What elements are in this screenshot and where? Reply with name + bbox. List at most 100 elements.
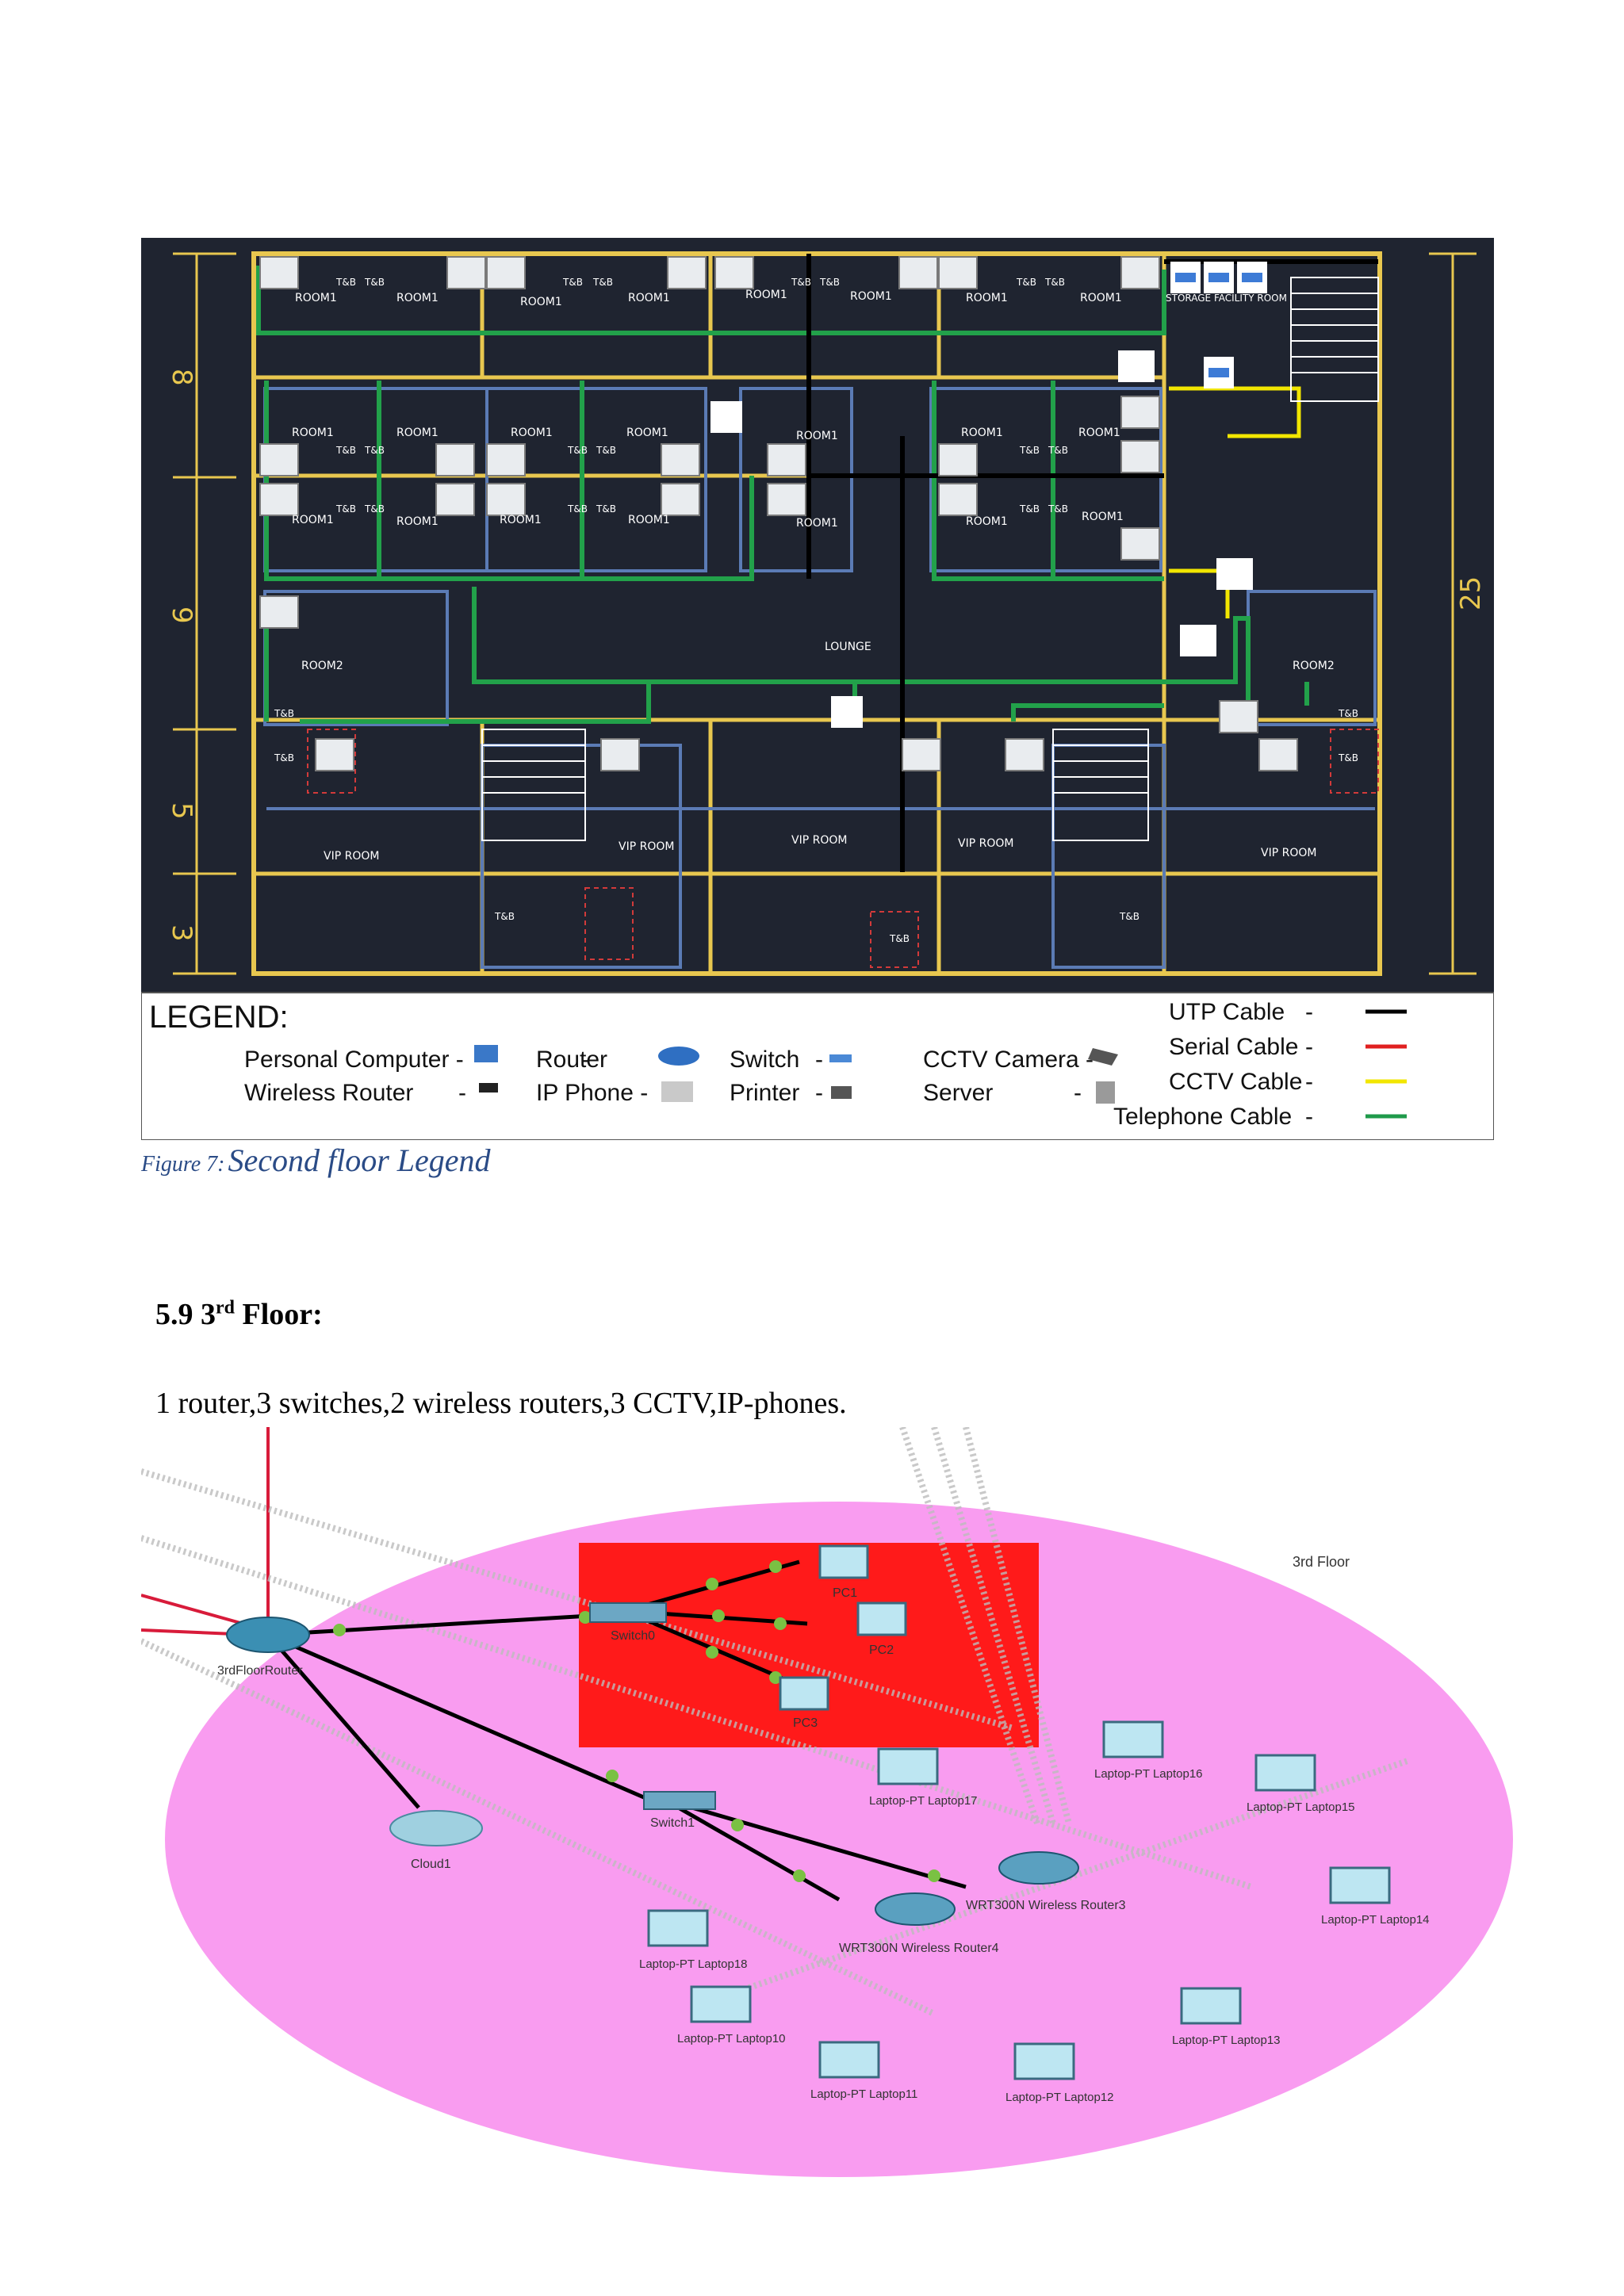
room-label: ROOM1	[796, 430, 838, 442]
server-icon	[1096, 1081, 1115, 1104]
svg-text:-: -	[1305, 999, 1313, 1025]
wireless-router-icon	[479, 1083, 498, 1093]
pc-icon	[856, 1601, 907, 1636]
legend-serial: Serial Cable	[1169, 1034, 1298, 1060]
laptop-icon	[1102, 1720, 1164, 1758]
laptop-icon	[1329, 1866, 1391, 1904]
laptop-13[interactable]: Laptop-PT Laptop13	[1172, 1987, 1281, 2047]
cloud[interactable]: Cloud1	[389, 1810, 483, 1871]
tb-label: T&B	[1338, 752, 1358, 763]
vip-room-label: VIP ROOM	[619, 840, 674, 853]
laptop-label: Laptop-PT Laptop17	[869, 1794, 978, 1808]
section-heading: 5.9 3rd Floor:	[155, 1297, 323, 1332]
tb-label: T&B	[1048, 503, 1068, 515]
switch-top[interactable]: Switch0	[589, 1602, 667, 1643]
room-label: ROOM1	[500, 514, 542, 526]
room-label: ROOM1	[511, 427, 553, 439]
laptop-15[interactable]: Laptop-PT Laptop15	[1247, 1754, 1355, 1814]
wireless-router-icons	[710, 401, 863, 728]
pc2-label: PC2	[869, 1644, 894, 1657]
pc-icon	[474, 1045, 498, 1062]
pc-icon	[779, 1676, 829, 1711]
room-label: ROOM2	[301, 660, 343, 672]
vip-room-label: VIP ROOM	[324, 850, 379, 863]
svg-text:-: -	[815, 1080, 823, 1106]
laptop-label: Laptop-PT Laptop13	[1172, 2034, 1281, 2047]
room-label: ROOM1	[966, 515, 1008, 528]
legend-utp: UTP Cable	[1169, 999, 1285, 1025]
pc-1[interactable]: PC1	[818, 1544, 869, 1600]
svg-text:-: -	[815, 1047, 823, 1073]
router-icon	[658, 1047, 699, 1066]
link-endpoints	[333, 1560, 940, 1882]
tb-label: T&B	[596, 445, 616, 456]
pc3-label: PC3	[793, 1716, 818, 1730]
laptop-14[interactable]: Laptop-PT Laptop14	[1321, 1866, 1430, 1927]
tb-label: T&B	[819, 277, 840, 288]
laptop-icon	[1013, 2042, 1075, 2080]
tb-label: T&B	[567, 503, 588, 515]
section-number: 5.9	[155, 1298, 193, 1331]
dim-left-3: 5	[166, 802, 197, 820]
tb-label: T&B	[596, 503, 616, 515]
wireless-signal-lines	[141, 1427, 1411, 2017]
tb-label: T&B	[791, 277, 811, 288]
legend-router: Router	[536, 1047, 607, 1073]
switch-icons	[1170, 262, 1267, 388]
router-label: 3rdFloorRouter	[217, 1664, 303, 1678]
laptop-17[interactable]: Laptop-PT Laptop17	[869, 1747, 978, 1808]
vip-room-label: VIP ROOM	[791, 834, 847, 847]
laptop-11[interactable]: Laptop-PT Laptop11	[810, 2041, 917, 2101]
laptop-12[interactable]: Laptop-PT Laptop12	[1005, 2042, 1114, 2104]
tb-label: T&B	[364, 503, 385, 515]
ip-phone-icon	[661, 1081, 693, 1102]
svg-text:-: -	[458, 1080, 466, 1106]
tb-label: T&B	[335, 277, 356, 288]
second-floor-plan: 8 9 5 3 25	[141, 238, 1494, 1140]
lounge-label: LOUNGE	[825, 641, 871, 653]
room-label: ROOM2	[1293, 660, 1335, 672]
telephone-cables	[256, 266, 1309, 724]
svg-text:-: -	[582, 1047, 590, 1073]
laptop-icon	[877, 1747, 939, 1785]
legend-server: Server	[923, 1080, 993, 1106]
tb-label: T&B	[1019, 445, 1040, 456]
room-label: ROOM1	[396, 427, 439, 439]
plan-background	[141, 238, 1494, 993]
router[interactable]: 3rdFloorRouter	[217, 1617, 310, 1678]
switch-mid-label: Switch1	[650, 1816, 695, 1830]
third-floor-network-diagram: 3rd Floor 3rdFloorRouter	[141, 1427, 1521, 2296]
wireless-router-icon	[875, 1892, 956, 1926]
laptop-icon	[1254, 1754, 1316, 1792]
legend-telephone: Telephone Cable	[1113, 1104, 1292, 1130]
laptop-label: Laptop-PT Laptop15	[1247, 1800, 1355, 1814]
legend-cable-lines	[1365, 1009, 1407, 1119]
laptop-10[interactable]: Laptop-PT Laptop10	[677, 1985, 786, 2045]
pc-3[interactable]: PC3	[779, 1676, 829, 1730]
pc-icon	[818, 1544, 869, 1579]
laptop-16[interactable]: Laptop-PT Laptop16	[1094, 1720, 1203, 1781]
router-icon	[226, 1617, 310, 1653]
cctv-icon	[1088, 1048, 1118, 1066]
wireless-router-icon	[998, 1851, 1079, 1885]
room-label: ROOM1	[1080, 292, 1122, 304]
switch-icon	[829, 1054, 852, 1062]
tb-label: T&B	[1044, 277, 1065, 288]
room-label: ROOM1	[850, 290, 892, 303]
switch-mid[interactable]: Switch1	[643, 1791, 716, 1830]
laptop-icon	[1180, 1987, 1242, 2025]
wireless-router-right[interactable]: WRT300N Wireless Router3	[966, 1851, 1126, 1912]
svg-text:-: -	[1305, 1104, 1313, 1130]
tb-label: T&B	[364, 277, 385, 288]
legend-personal-computer: Personal Computer -	[244, 1047, 464, 1073]
room-label: ROOM1	[626, 427, 668, 439]
legend-icons	[474, 1045, 1118, 1104]
section-paragraph: 1 router,3 switches,2 wireless routers,3…	[155, 1387, 847, 1420]
tb-label: T&B	[274, 708, 294, 719]
wireless-router-left[interactable]: WRT300N Wireless Router4	[839, 1892, 999, 1955]
laptop-18[interactable]: Laptop-PT Laptop18	[639, 1909, 748, 1971]
section-ord-suffix: rd	[216, 1297, 235, 1318]
legend-printer: Printer	[730, 1080, 799, 1106]
room-label: ROOM1	[966, 292, 1008, 304]
pc-2[interactable]: PC2	[856, 1601, 907, 1657]
